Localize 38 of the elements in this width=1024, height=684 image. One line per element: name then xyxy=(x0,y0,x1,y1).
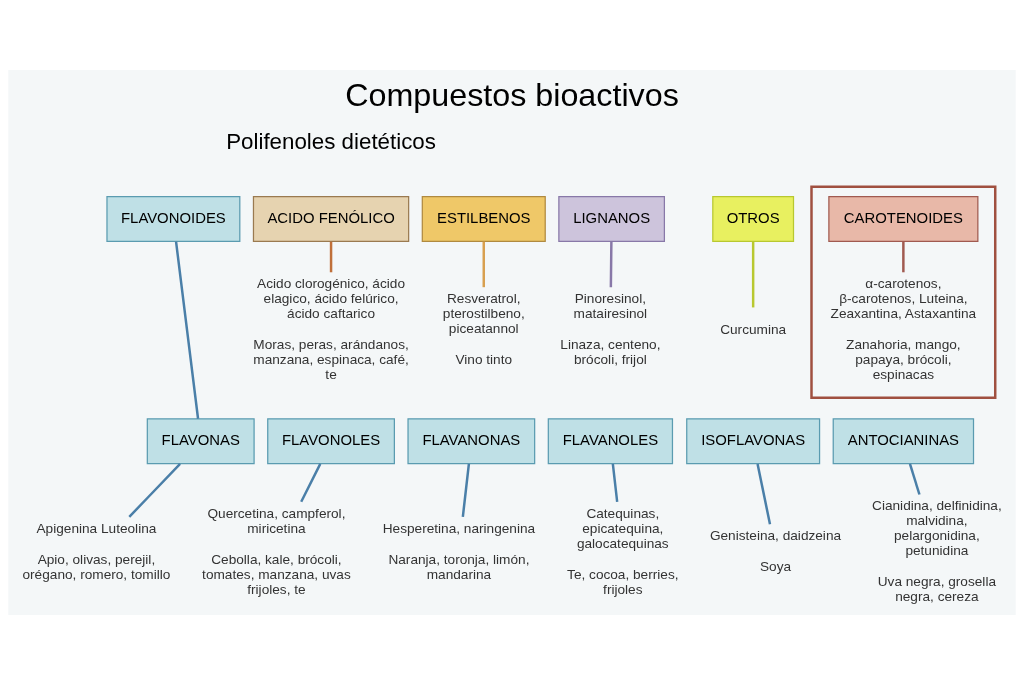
connector xyxy=(300,462,322,502)
node-text: Resveratrol, pterostilbeno, piceatannol Vino tinto xyxy=(442,290,525,367)
node-text: Genisteina, daidzeina Soya xyxy=(709,527,842,574)
connector xyxy=(128,462,181,518)
node-box: FLAVONAS xyxy=(146,417,255,464)
node-box: FLAVANOLES xyxy=(547,417,674,464)
node-box: ISOFLAVONAS xyxy=(686,417,821,464)
node-text: Acido clorogénico, ácido elagico, ácido felúrico, ácido caftarico Moras, peras, arándanos, manzana, espinaca, café, te xyxy=(253,275,409,382)
node-box: LIGNANOS xyxy=(558,195,665,242)
node-text: Catequinas, epicatequina, galocatequinas Te, cocoa, berries, frijoles xyxy=(567,505,679,597)
node-box: ANTOCIANINAS xyxy=(832,417,975,464)
node-text: Quercetina, campferol, miricetina Cebolla, kale, brócoli, tomates, manzana, uvas frijoles, te xyxy=(202,505,351,597)
connector xyxy=(902,241,905,272)
diagram-title: Compuestos bioactivos xyxy=(345,76,679,113)
connector xyxy=(611,463,619,502)
node-text: Curcumina xyxy=(720,321,787,337)
connector xyxy=(756,463,772,524)
connector xyxy=(329,241,333,272)
node-box: OTROS xyxy=(712,195,795,242)
connector xyxy=(751,241,755,307)
node-box: FLAVONOLES xyxy=(267,417,395,464)
node-box: ESTILBENOS xyxy=(421,195,546,242)
connector xyxy=(461,463,471,517)
node-box: FLAVANONAS xyxy=(407,417,536,464)
node-text: Pinoresinol, matairesinol Linaza, centeno, brócoli, frijol xyxy=(560,290,661,367)
connector xyxy=(609,241,613,287)
node-text: Apigenina Luteolina Apio, olivas, perejil, orégano, romero, tomillo xyxy=(22,520,171,582)
node-box: CAROTENOIDES xyxy=(828,195,979,242)
node-box: FLAVONOIDES xyxy=(106,195,241,242)
connector xyxy=(908,463,921,495)
label: Polifenoles dietéticos xyxy=(226,128,436,154)
node-text: Hesperetina, naringenina Naranja, toronja, limón, mandarina xyxy=(382,520,536,582)
connector xyxy=(174,241,200,419)
node-box: ACIDO FENÓLICO xyxy=(252,195,410,242)
cluster xyxy=(810,184,997,399)
connector xyxy=(482,241,485,287)
node-text: Cianidina, delfinidina, malvidina, pelargonidina, petunidina Uva negra, grosella negra, cereza xyxy=(872,497,1002,604)
node-text: α-carotenos, β-carotenos, Luteina, Zeaxantina, Astaxantina Zanahoria, mango, papaya, brócoli, espinacas xyxy=(830,275,977,382)
